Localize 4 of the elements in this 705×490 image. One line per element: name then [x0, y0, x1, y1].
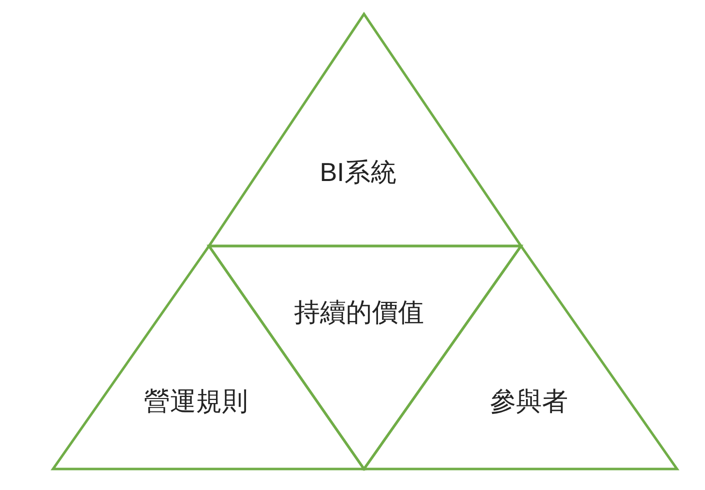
- triangle-label: 營運規則: [144, 387, 248, 417]
- triangle-label: 參與者: [490, 387, 568, 417]
- triangle-label: BI系統: [320, 158, 396, 188]
- triangle-label: 持續的價值: [294, 298, 424, 328]
